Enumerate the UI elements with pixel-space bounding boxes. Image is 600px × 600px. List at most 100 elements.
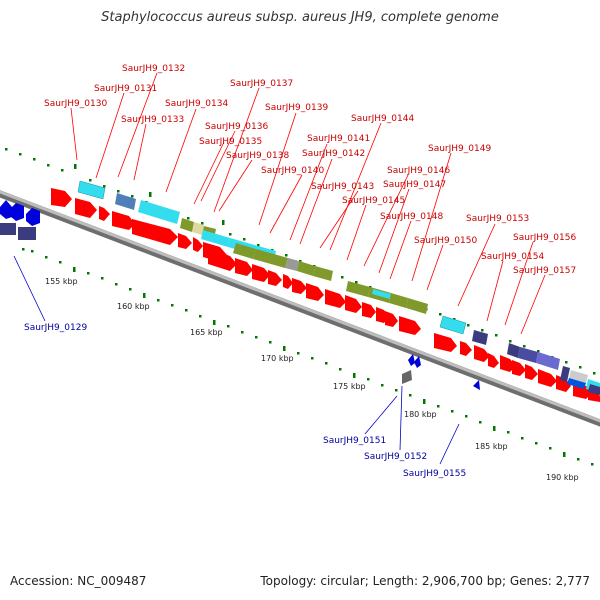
gene-arrow[interactable] <box>193 237 203 252</box>
gene-arrow[interactable] <box>385 311 398 327</box>
scale-label: 180 kbp <box>404 410 437 419</box>
gene-label[interactable]: SaurJH9_0151 <box>323 436 386 446</box>
gene-label[interactable]: SaurJH9_0152 <box>364 452 427 462</box>
gene-feature[interactable] <box>389 293 408 308</box>
gene-feature[interactable] <box>472 330 488 345</box>
gene-feature[interactable] <box>567 378 586 389</box>
gene-label[interactable]: SaurJH9_0141 <box>307 134 370 144</box>
gene-arrow[interactable] <box>306 283 324 301</box>
gene-label[interactable]: SaurJH9_0134 <box>165 99 228 109</box>
gene-label[interactable]: SaurJH9_0143 <box>311 182 374 192</box>
gene-feature[interactable] <box>253 249 288 268</box>
gene-feature[interactable] <box>588 384 600 395</box>
gene-arrow[interactable] <box>132 219 178 245</box>
accession-text: Accession: NC_009487 <box>10 574 147 588</box>
gene-label[interactable]: SaurJH9_0140 <box>261 166 324 176</box>
gene-label[interactable]: SaurJH9_0135 <box>199 137 262 147</box>
gene-arrow[interactable] <box>460 341 472 356</box>
gene-arrow[interactable] <box>399 316 421 335</box>
gene-feature[interactable] <box>0 223 16 235</box>
gene-label[interactable]: SaurJH9_0131 <box>94 84 157 94</box>
gene-feature[interactable] <box>507 343 520 358</box>
gene-label[interactable]: SaurJH9_0132 <box>122 64 185 74</box>
gene-label[interactable]: SaurJH9_0136 <box>205 122 268 132</box>
gene-arrow[interactable] <box>283 274 293 289</box>
reverse-gene-labels: SaurJH9_0129 SaurJH9_0151 SaurJH9_0152 S… <box>24 323 466 479</box>
reverse-leader-lines <box>13 255 460 465</box>
gene-feature[interactable] <box>10 203 24 221</box>
gene-label[interactable]: SaurJH9_0150 <box>414 236 477 246</box>
gene-label[interactable]: SaurJH9_0153 <box>466 214 529 224</box>
scale-label: 155 kbp <box>45 277 78 286</box>
gene-feature[interactable] <box>297 261 315 276</box>
gene-feature[interactable] <box>201 230 230 247</box>
gene-feature[interactable] <box>26 208 40 226</box>
gene-arrow[interactable] <box>474 345 490 362</box>
gene-feature[interactable] <box>346 281 370 297</box>
gene-feature[interactable] <box>473 380 480 390</box>
gene-arrow[interactable] <box>325 289 346 308</box>
gene-feature[interactable] <box>560 366 570 382</box>
gene-feature[interactable] <box>536 352 560 370</box>
gene-feature[interactable] <box>192 222 204 235</box>
gene-label[interactable]: SaurJH9_0138 <box>226 151 289 161</box>
forward-genes <box>51 188 600 402</box>
gene-feature[interactable] <box>285 258 299 271</box>
feature-blocks <box>77 180 600 395</box>
reverse-genes-left <box>0 200 40 240</box>
gene-feature[interactable] <box>77 180 106 200</box>
gene-arrow[interactable] <box>75 198 97 218</box>
gene-feature[interactable] <box>439 315 467 335</box>
gene-feature[interactable] <box>138 200 180 224</box>
genome-backbone <box>0 190 600 427</box>
gene-feature[interactable] <box>402 370 412 384</box>
gene-label[interactable]: SaurJH9_0156 <box>513 233 576 243</box>
gene-arrow[interactable] <box>51 188 72 207</box>
gene-label[interactable]: SaurJH9_0129 <box>24 323 87 333</box>
gene-label[interactable]: SaurJH9_0145 <box>342 196 405 206</box>
gene-label[interactable]: SaurJH9_0157 <box>513 266 576 276</box>
gene-feature[interactable] <box>18 227 36 240</box>
gene-label[interactable]: SaurJH9_0142 <box>302 149 365 159</box>
gene-feature[interactable] <box>408 354 415 366</box>
gene-arrow[interactable] <box>235 258 253 276</box>
gene-arrow[interactable] <box>208 248 237 271</box>
gene-feature[interactable] <box>0 200 12 219</box>
gene-label[interactable]: SaurJH9_0147 <box>383 180 446 190</box>
gene-arrow[interactable] <box>112 211 135 230</box>
gene-label[interactable]: SaurJH9_0144 <box>351 114 414 124</box>
gene-feature[interactable] <box>569 370 588 383</box>
gene-arrow[interactable] <box>512 360 526 376</box>
gene-arrow[interactable] <box>99 206 110 221</box>
gene-label[interactable]: SaurJH9_0133 <box>121 115 184 125</box>
gene-label[interactable]: SaurJH9_0148 <box>380 212 443 222</box>
gene-label[interactable]: SaurJH9_0154 <box>481 252 544 262</box>
gene-arrow[interactable] <box>292 278 307 294</box>
gene-label[interactable]: SaurJH9_0149 <box>428 144 491 154</box>
gene-arrow[interactable] <box>362 302 376 318</box>
gene-feature[interactable] <box>180 218 194 232</box>
gene-label[interactable]: SaurJH9_0155 <box>403 469 466 479</box>
gene-feature[interactable] <box>313 266 333 281</box>
gene-feature[interactable] <box>372 289 391 299</box>
gene-arrow[interactable] <box>488 353 499 368</box>
gene-arrow[interactable] <box>178 233 192 249</box>
gene-feature[interactable] <box>414 356 421 368</box>
gene-label[interactable]: SaurJH9_0130 <box>44 99 107 109</box>
gene-label[interactable]: SaurJH9_0139 <box>265 103 328 113</box>
gene-label[interactable]: SaurJH9_0146 <box>387 166 450 176</box>
gene-arrow[interactable] <box>525 364 538 380</box>
gene-arrow[interactable] <box>556 375 571 392</box>
gene-feature[interactable] <box>406 298 428 314</box>
gene-arrow[interactable] <box>268 270 282 286</box>
gene-label[interactable]: SaurJH9_0137 <box>230 79 293 89</box>
scale-label: 165 kbp <box>190 328 223 337</box>
gene-arrow[interactable] <box>434 333 457 352</box>
gene-feature[interactable] <box>115 193 136 210</box>
gene-arrow[interactable] <box>345 295 362 313</box>
gene-feature[interactable] <box>518 347 538 363</box>
gene-arrow[interactable] <box>252 264 270 282</box>
gene-arrow[interactable] <box>538 369 557 387</box>
gene-feature[interactable] <box>233 243 256 259</box>
